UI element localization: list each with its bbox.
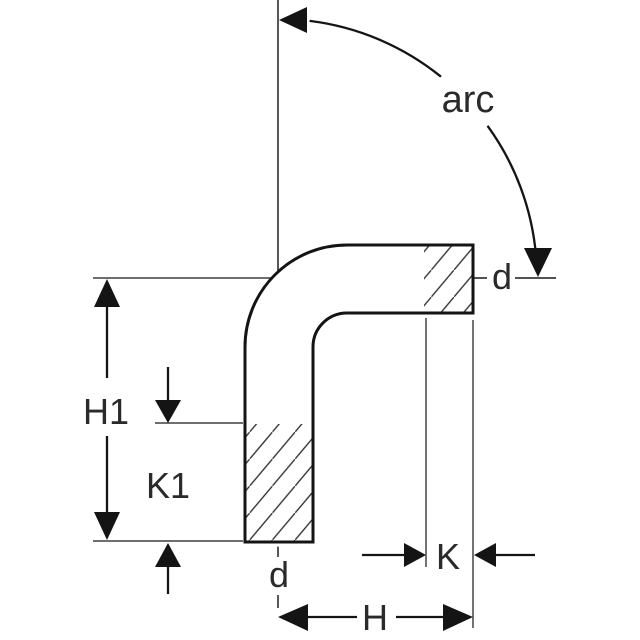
arc-dimension-curve-lower (486, 125, 538, 256)
k1-arrowhead-down (155, 400, 181, 423)
pipe-body (243, 243, 475, 544)
hatch-insertion-bottom (246, 424, 312, 541)
arc-dimension-curve-upper (309, 19, 442, 78)
arc-arrowhead-top (279, 7, 307, 33)
hatch-insertion-right (424, 246, 472, 312)
pipe-outline (243, 243, 475, 544)
labels: arc d H1 K1 d K H (83, 79, 512, 638)
h1-arrowhead-up (94, 279, 120, 307)
k-arrowhead-right (404, 543, 426, 567)
label-h1: H1 (83, 391, 129, 432)
dim-h1 (94, 279, 120, 540)
h-arrowhead-right (443, 604, 473, 631)
dim-k (362, 543, 535, 567)
extension-lines (93, 277, 474, 628)
label-k1: K1 (146, 465, 190, 506)
label-arc: arc (442, 79, 495, 121)
label-k: K (436, 536, 460, 577)
label-d-right: d (492, 256, 512, 297)
k1-arrowhead-up (155, 543, 181, 567)
arc-arrowhead-end (524, 248, 552, 277)
h1-arrowhead-down (94, 512, 120, 540)
dim-h (278, 604, 473, 631)
dim-arc (279, 7, 552, 277)
h-arrowhead-left (278, 604, 308, 631)
label-d-bottom: d (269, 554, 289, 595)
k-arrowhead-left (474, 543, 496, 567)
label-h: H (362, 597, 388, 638)
dim-k1 (155, 367, 181, 594)
